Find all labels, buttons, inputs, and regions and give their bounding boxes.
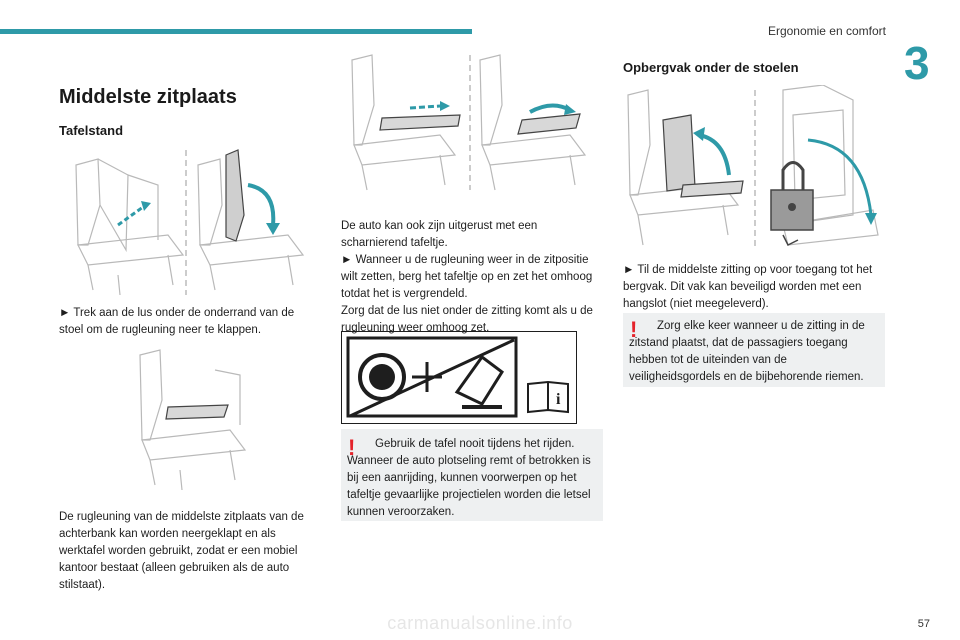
storage-warning-text: Zorg elke keer wanneer u de zitting in d…	[629, 320, 865, 383]
worktable-illustration	[120, 345, 260, 495]
warning-icon: !	[348, 435, 356, 460]
table-warning-text: Gebruik de tafel nooit tijdens het rijde…	[347, 438, 591, 518]
chapter-number: 3	[904, 37, 930, 89]
watermark: carmanualsonline.info	[387, 613, 573, 633]
warning-icon: !	[630, 317, 638, 342]
tafelstand-description: De rugleuning van de middelste zitplaats…	[59, 511, 304, 591]
storage-illustration	[623, 85, 885, 255]
pictogram-box: i	[341, 331, 577, 424]
header-accent-bar	[0, 29, 472, 34]
page-title: Middelste zitplaats	[59, 86, 237, 108]
middle-paragraph-1: De auto kan ook zijn uitgerust met een s…	[341, 220, 538, 249]
middle-text: De auto kan ook zijn uitgerust met een s…	[341, 218, 603, 337]
middle-paragraph-2: ► Wanneer u de rugleuning weer in de zit…	[341, 254, 593, 300]
section-title: Ergonomie en comfort	[767, 24, 886, 38]
opbergvak-step: ► Til de middelste zitting op voor toega…	[623, 264, 873, 310]
svg-text:i: i	[556, 391, 561, 408]
hinged-table-illustration	[340, 50, 602, 200]
table-warning-box: ! Gebruik de tafel nooit tijdens het rij…	[341, 429, 603, 521]
storage-warning-box: ! Zorg elke keer wanneer u de zitting in…	[623, 313, 885, 387]
seat-fold-illustration	[58, 145, 320, 300]
tafelstand-heading: Tafelstand	[59, 123, 124, 138]
page-number: 57	[917, 618, 930, 630]
tafelstand-step-1: ► Trek aan de lus onder de onderrand van…	[59, 307, 295, 336]
opbergvak-heading: Opbergvak onder de stoelen	[623, 60, 799, 75]
